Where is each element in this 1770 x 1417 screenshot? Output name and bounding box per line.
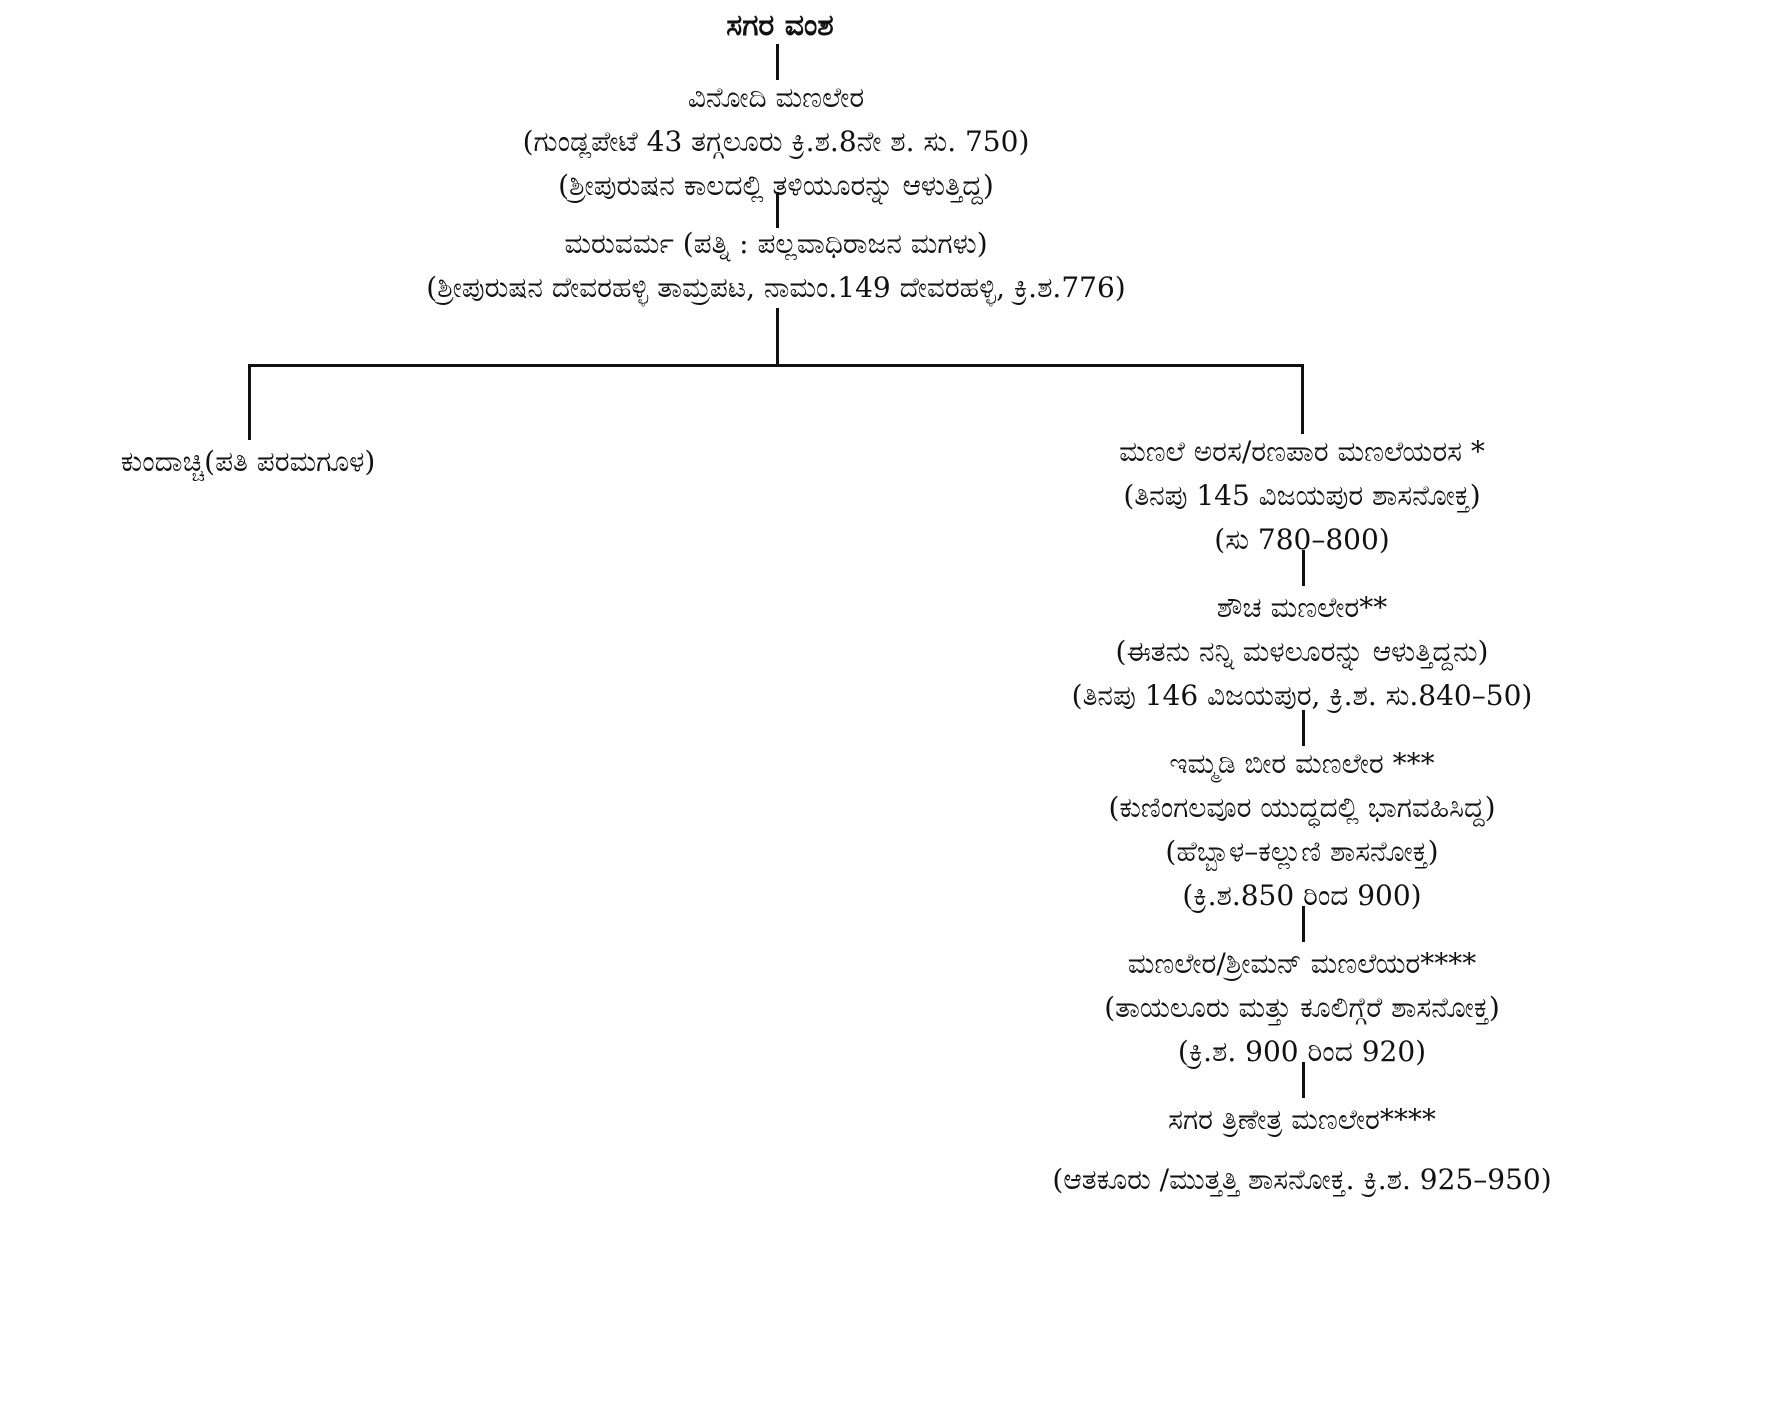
connector-manale-arasa-shaucha	[1302, 550, 1305, 586]
node-shriman: ಮಣಲೇರ/ಶ್ರೀಮನ್ ಮಣಲೆಯರ**** (ತಾಯಲೂರು ಮತ್ತು …	[1052, 942, 1552, 1074]
node-maruvarma-line1: (ಶ್ರೀಪುರುಷನ ದೇವರಹಳ್ಳಿ ತಾಮ್ರಪಟ, ನಾಮಂ.149 …	[426, 271, 1126, 304]
node-shriman-line1: (ತಾಯಲೂರು ಮತ್ತು ಕೂಲಿಗ್ಗೆರೆ ಶಾಸನೋಕ್ತ)	[1104, 991, 1500, 1024]
connector-shaucha-immadi	[1302, 710, 1305, 746]
node-kundachchi-name: ಕುಂದಾಚ್ಚಿ(ಪತಿ ಪರಮಗೂಳ)	[120, 445, 376, 478]
node-shaucha: ಶೌಚ ಮಣಲೇರ** (ಈತನು ನನ್ನಿ ಮಳಲೂರನ್ನು ಆಳುತ್ತ…	[1042, 586, 1562, 718]
node-shaucha-name: ಶೌಚ ಮಣಲೇರ**	[1216, 591, 1388, 624]
node-shaucha-line2: (ತಿನಪು 146 ವಿಜಯಪುರ, ಕ್ರಿ.ಶ. ಸು.840–50)	[1071, 679, 1533, 712]
connector-maruvarma-down	[776, 308, 779, 366]
node-vinodi: ವಿನೋದಿ ಮಣಲೇರ (ಗುಂಡ್ಲಪೇಟೆ 43 ತಗ್ಗಲೂರು ಕ್ರ…	[466, 76, 1086, 208]
connector-shriman-sagara-trinetra	[1302, 1062, 1305, 1098]
node-immadi-line3: (ಕ್ರಿ.ಶ.850 ರಿಂದ 900)	[1182, 879, 1422, 912]
connector-immadi-shriman	[1302, 906, 1305, 942]
connector-bar-manale-arasa	[1301, 364, 1304, 434]
connector-children-bar	[248, 364, 1304, 367]
node-maruvarma-name: ಮರುವರ್ಮ (ಪತ್ನಿ : ಪಲ್ಲವಾಧಿರಾಜನ ಮಗಳು)	[564, 227, 988, 260]
node-immadi-line1: (ಕುಣಿಂಗಲವೂರ ಯುದ್ಧದಲ್ಲಿ ಭಾಗವಹಿಸಿದ್ದ)	[1108, 791, 1496, 824]
node-manale-arasa-line1: (ತಿನಪು 145 ವಿಜಯಪುರ ಶಾಸನೋಕ್ತ)	[1123, 479, 1481, 512]
node-shaucha-line1: (ಈತನು ನನ್ನಿ ಮಳಲೂರನ್ನು ಆಳುತ್ತಿದ್ದನು)	[1115, 635, 1489, 668]
node-vinodi-line2: (ಶ್ರೀಪುರುಷನ ಕಾಲದಲ್ಲಿ ತಳಿಯೂರನ್ನು ಆಳುತ್ತಿದ…	[558, 169, 994, 202]
node-manale-arasa-line2: (ಸು 780–800)	[1214, 523, 1390, 556]
node-sagara-trinetra-line1: (ಆತಕೂರು /ಮುತ್ತತ್ತಿ ಶಾಸನೋಕ್ತ. ಕ್ರಿ.ಶ. 925…	[1052, 1163, 1552, 1196]
chart-title: ಸಗರ ವಂಶ	[670, 4, 890, 48]
connector-bar-kundachchi	[248, 364, 251, 440]
node-manale-arasa-name: ಮಣಲೆ ಅರಸ/ರಣಪಾರ ಮಣಲೆಯರಸ *	[1119, 435, 1485, 468]
node-shriman-line2: (ಕ್ರಿ.ಶ. 900 ರಿಂದ 920)	[1177, 1035, 1427, 1068]
connector-title-vinodi	[776, 44, 779, 80]
node-manale-arasa: ಮಣಲೆ ಅರಸ/ರಣಪಾರ ಮಣಲೆಯರಸ * (ತಿನಪು 145 ವಿಜಯ…	[1052, 430, 1552, 562]
node-sagara-trinetra-name: ಸಗರ ತ್ರಿಣೇತ್ರ ಮಣಲೇರ****	[1168, 1103, 1436, 1136]
node-shriman-name: ಮಣಲೇರ/ಶ್ರೀಮನ್ ಮಣಲೆಯರ****	[1127, 947, 1477, 980]
chart-title-text: ಸಗರ ವಂಶ	[726, 8, 834, 43]
node-immadi-line2: (ಹೆಬ್ಬಾಳ–ಕಲ್ಲುಣಿ ಶಾಸನೋಕ್ತ)	[1165, 835, 1439, 868]
node-maruvarma: ಮರುವರ್ಮ (ಪತ್ನಿ : ಪಲ್ಲವಾಧಿರಾಜನ ಮಗಳು) (ಶ್ರ…	[376, 222, 1176, 310]
node-kundachchi: ಕುಂದಾಚ್ಚಿ(ಪತಿ ಪರಮಗೂಳ)	[68, 440, 428, 484]
node-vinodi-line1: (ಗುಂಡ್ಲಪೇಟೆ 43 ತಗ್ಗಲೂರು ಕ್ರಿ.ಶ.8ನೇ ಶ. ಸು…	[522, 125, 1030, 158]
node-vinodi-name: ವಿನೋದಿ ಮಣಲೇರ	[687, 81, 865, 114]
node-immadi: ಇಮ್ಮಡಿ ಬೀರ ಮಣಲೇರ *** (ಕುಣಿಂಗಲವೂರ ಯುದ್ಧದಲ…	[1052, 742, 1552, 918]
connector-vinodi-maruvarma	[776, 192, 779, 228]
node-sagara-trinetra: ಸಗರ ತ್ರಿಣೇತ್ರ ಮಣಲೇರ**** (ಆತಕೂರು /ಮುತ್ತತ್…	[1022, 1098, 1582, 1202]
node-immadi-name: ಇಮ್ಮಡಿ ಬೀರ ಮಣಲೇರ ***	[1169, 747, 1435, 780]
